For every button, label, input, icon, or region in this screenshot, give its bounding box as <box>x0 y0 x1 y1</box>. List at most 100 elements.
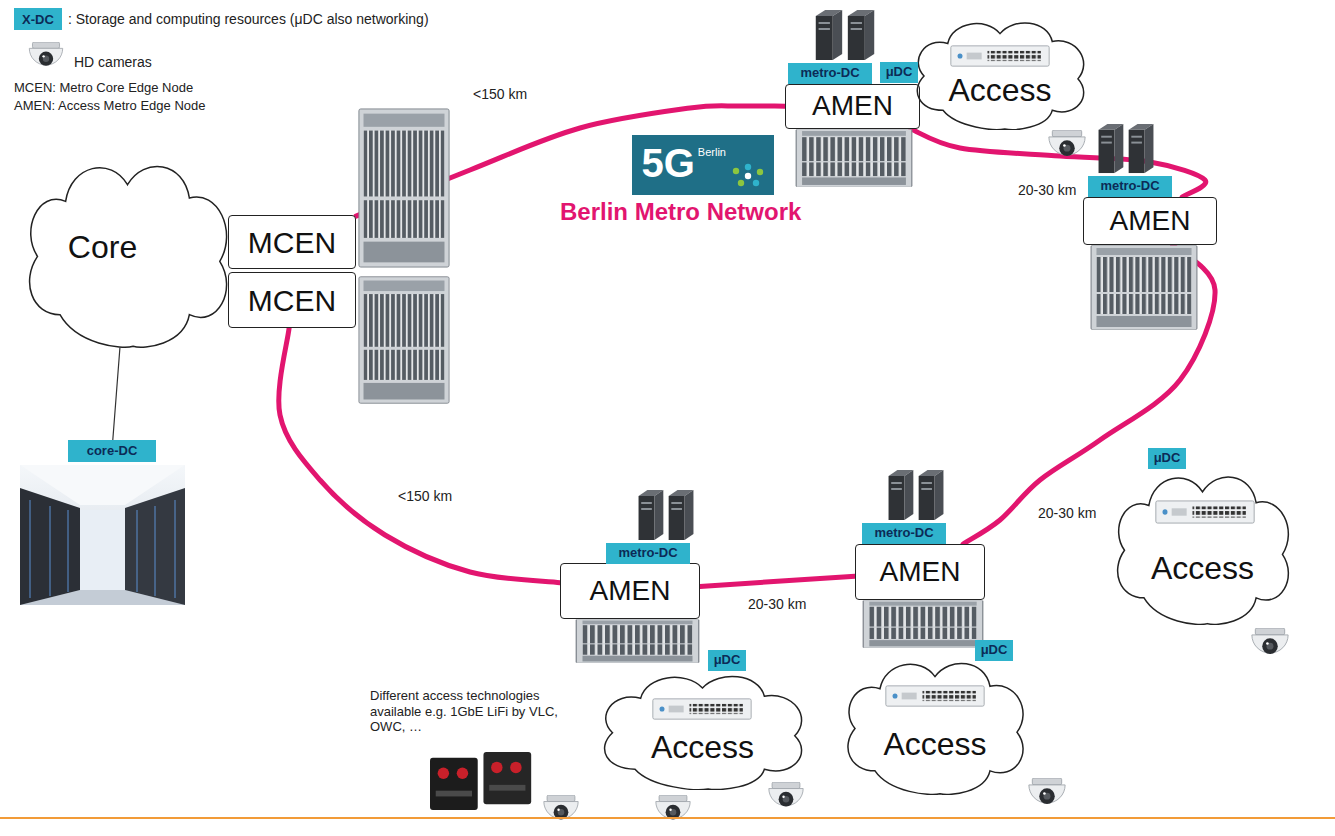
logo-dot <box>744 173 750 179</box>
camera-icon <box>1252 628 1288 654</box>
rack-image <box>796 129 912 186</box>
access-cloud: Access <box>905 12 1095 130</box>
cloud-outline <box>905 12 1095 130</box>
access-cloud: Access <box>590 665 815 790</box>
legend-camera <box>29 42 62 66</box>
node-text: core-DC <box>87 444 138 458</box>
distance-label: 20-30 km <box>1035 505 1099 522</box>
node-text: metro-DC <box>618 546 677 560</box>
camera-icon <box>1049 130 1085 156</box>
logo-dot <box>737 180 743 186</box>
note-text: MCEN: Metro Core Edge Node <box>14 80 193 96</box>
distance-label: <150 km <box>395 488 455 505</box>
rack-image <box>359 277 449 403</box>
lifi-image <box>430 752 531 810</box>
node-text: metro-DC <box>874 526 933 540</box>
cloud-path <box>1118 477 1289 624</box>
amen-box: AMEN <box>560 563 700 619</box>
node-text: Berlin <box>698 146 726 158</box>
note-text: Different access technologies available … <box>370 688 570 735</box>
dc-tag: metro-DC <box>606 543 690 564</box>
diagram-title: Berlin Metro Network <box>560 198 801 227</box>
dc-tag: metro-DC <box>1088 176 1172 197</box>
server-icon <box>639 490 694 540</box>
logo-box: 5GBerlin <box>632 135 774 195</box>
amen-box: AMEN <box>855 544 985 600</box>
distance-label: 20-30 km <box>1015 182 1079 199</box>
node-text: AMEN <box>590 576 671 607</box>
logo-dot <box>744 164 750 170</box>
camera-icon <box>1029 778 1065 804</box>
core-cloud: Core <box>15 148 240 348</box>
node-text: Access <box>883 727 986 762</box>
node-text: μDC <box>714 653 741 667</box>
node-text: AMEN <box>880 557 961 588</box>
logo-dots <box>728 163 768 189</box>
node-text: Access <box>948 73 1051 108</box>
cloud-path <box>848 663 1023 794</box>
distance-label: <150 km <box>470 86 530 103</box>
legend-text: : Storage and computing resources (μDC a… <box>68 11 429 28</box>
cloud-outline <box>590 665 815 790</box>
node-text: Core <box>68 230 137 265</box>
camera-icon <box>769 782 803 807</box>
dc-tag: μDC <box>1148 448 1186 469</box>
connector-line <box>113 348 120 440</box>
node-text: metro-DC <box>800 66 859 80</box>
server-icon <box>889 470 944 520</box>
rack-image <box>576 619 699 662</box>
access-device <box>951 46 1049 66</box>
dc-tag: μDC <box>975 640 1013 661</box>
ring-link <box>700 576 855 586</box>
access-cloud: Access <box>835 650 1035 795</box>
dc-tag: core-DC <box>68 440 156 462</box>
ring-link <box>963 245 1215 544</box>
cloud-path <box>917 23 1083 130</box>
cloud-outline <box>835 650 1035 795</box>
logo-dot <box>756 169 762 175</box>
logo-dot <box>732 168 738 174</box>
node-text: μDC <box>886 65 913 79</box>
node-text: AMEN <box>1110 206 1191 237</box>
dc-tag: μDC <box>880 62 918 83</box>
legend-swatch: X-DC <box>14 8 62 30</box>
node-text: MCEN <box>248 284 336 317</box>
access-cloud: Access <box>1105 462 1300 625</box>
amen-box: AMEN <box>785 84 920 129</box>
node-text: μDC <box>981 643 1008 657</box>
node-text: metro-DC <box>1100 179 1159 193</box>
logo-dot <box>752 180 758 186</box>
amen-box: AMEN <box>1083 197 1217 245</box>
node-text: 5G <box>642 143 695 183</box>
dc-tag: μDC <box>708 650 746 671</box>
camera-icon <box>544 795 578 820</box>
distance-label: 20-30 km <box>745 596 809 613</box>
mcen-box: MCEN <box>228 215 356 269</box>
rack-image <box>359 109 449 267</box>
rack-image <box>1091 246 1197 330</box>
rack-image <box>863 600 983 647</box>
legend-key-text: X-DC <box>22 12 54 27</box>
access-device <box>653 699 751 719</box>
mcen-box: MCEN <box>228 272 356 328</box>
cloud-path <box>30 166 227 347</box>
node-text: Access <box>1151 551 1254 586</box>
footer-rule <box>0 817 1335 819</box>
cloud-path <box>605 677 802 790</box>
node-text: Access <box>651 730 754 765</box>
node-text: MCEN <box>248 226 336 259</box>
camera-icon <box>656 795 690 820</box>
server-icon <box>816 10 874 60</box>
node-text: AMEN <box>812 91 893 122</box>
note-text: AMEN: Access Metro Edge Node <box>14 98 205 114</box>
legend-text: HD cameras <box>74 54 152 71</box>
dc-tag: metro-DC <box>788 63 872 84</box>
dc-tag: metro-DC <box>862 523 946 544</box>
access-device <box>1156 501 1254 523</box>
cloud-outline <box>1105 462 1300 625</box>
server-room-photo <box>20 465 185 605</box>
node-text: μDC <box>1154 451 1181 465</box>
access-device <box>886 686 984 706</box>
